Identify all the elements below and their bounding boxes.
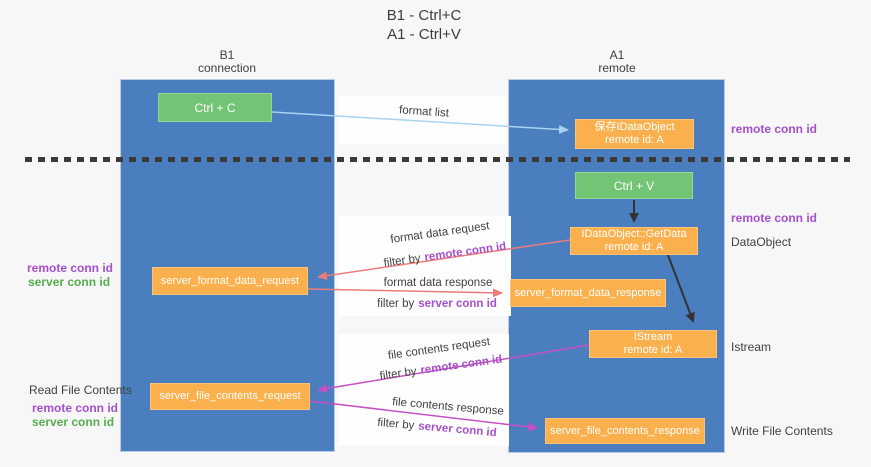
annotation-server-conn-id-left-1: server conn id xyxy=(28,275,111,289)
label-format-data-response-text: format data response xyxy=(383,277,493,289)
lane-b1-role: connection xyxy=(197,61,257,75)
filter-by-text: filter by xyxy=(377,298,415,310)
annotation-istream: Istream xyxy=(731,340,772,354)
node-save-idataobject-line1: 保存IDataObject xyxy=(594,121,675,133)
annotation-server-conn-id-left-2: server conn id xyxy=(32,415,115,429)
annotation-remote-conn-id-left-1: remote conn id xyxy=(27,261,114,275)
lane-header-b1: B1 connection xyxy=(198,49,256,75)
label-format-data-response: format data response xyxy=(384,277,493,289)
annotation-write-file-contents: Write File Contents xyxy=(731,424,833,438)
node-server-file-contents-response: server_file_contents_response xyxy=(545,418,705,444)
node-server-format-data-response: server_format_data_response xyxy=(510,279,666,307)
lane-a1-name: A1 xyxy=(609,48,625,62)
node-idataobject-getdata: IDataObject::GetData remote id: A xyxy=(570,227,698,255)
node-server-format-data-request: server_format_data_request xyxy=(152,267,308,295)
node-getdata-line1: IDataObject::GetData xyxy=(581,228,687,240)
node-format-request-label: server_format_data_request xyxy=(160,274,300,287)
node-ctrl-v: Ctrl + V xyxy=(575,172,693,199)
node-file-request-label: server_file_contents_request xyxy=(159,390,301,402)
node-save-idataobject-line2: remote id: A xyxy=(605,134,664,146)
title-line-1: B1 - Ctrl+C xyxy=(386,7,462,24)
node-save-idataobject: 保存IDataObject remote id: A xyxy=(575,119,694,149)
node-server-file-contents-request: server_file_contents_request xyxy=(150,383,310,410)
node-ctrl-c-label: Ctrl + C xyxy=(194,100,236,115)
lane-b1-name: B1 xyxy=(219,48,235,62)
annotation-read-file-contents: Read File Contents xyxy=(29,383,132,397)
node-ctrl-c: Ctrl + C xyxy=(158,93,272,122)
node-istream: IStream remote id: A xyxy=(589,330,717,358)
page-title: B1 - Ctrl+C A1 - Ctrl+V xyxy=(387,6,462,44)
node-ctrl-v-label: Ctrl + V xyxy=(613,178,655,193)
node-getdata-line2: remote id: A xyxy=(604,241,664,253)
lane-header-a1: A1 remote xyxy=(598,49,635,75)
annotation-remote-conn-id-mid: remote conn id xyxy=(731,211,818,225)
annotation-dataobject: DataObject xyxy=(731,235,792,249)
node-format-response-label: server_format_data_response xyxy=(514,286,662,299)
server-conn-id-text: server conn id xyxy=(418,298,497,310)
annotation-remote-conn-id-top: remote conn id xyxy=(731,122,818,136)
session-divider-dashed-line xyxy=(25,157,850,162)
lane-a1-role: remote xyxy=(598,61,636,75)
title-line-2: A1 - Ctrl+V xyxy=(387,26,461,43)
node-istream-line2: remote id: A xyxy=(623,344,683,356)
node-file-response-label: server_file_contents_response xyxy=(550,424,700,437)
annotation-remote-conn-id-left-2: remote conn id xyxy=(32,401,119,415)
label-panel-format-list xyxy=(338,96,507,144)
node-istream-line1: IStream xyxy=(633,331,673,343)
